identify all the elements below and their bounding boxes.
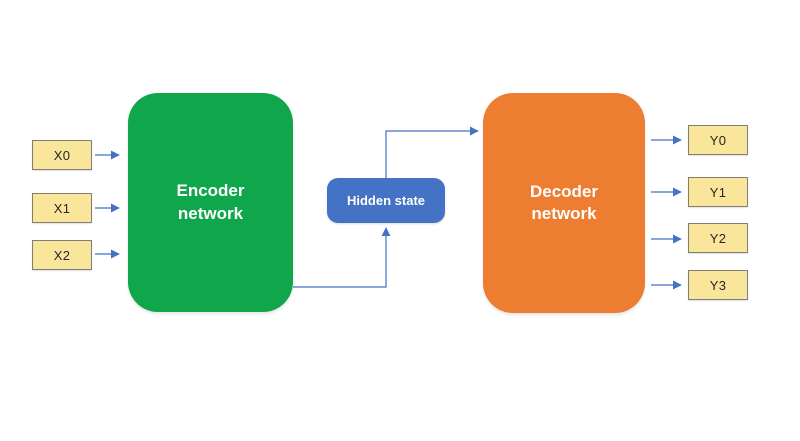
decoder-network-node: Decoder network (483, 93, 645, 313)
input-box-x2: X2 (32, 240, 92, 270)
encoder-label-line2: network (177, 203, 244, 223)
arrow-encoder-to-hidden-state (293, 227, 391, 288)
arrow-hidden-state-to-decoder (385, 126, 479, 178)
decoder-label-line2: network (531, 204, 597, 223)
decoder-label-line1: Decoder (529, 181, 599, 201)
encoder-network-node: Encoder network (128, 93, 293, 312)
hidden-state-node: Hidden state (327, 178, 445, 223)
encoder-label-line1: Encoder (176, 181, 245, 201)
output-box-y3: Y3 (688, 270, 748, 300)
output-box-y1: Y1 (688, 177, 748, 207)
output-box-y0: Y0 (688, 125, 748, 155)
input-box-x0: X0 (32, 140, 92, 170)
output-box-y2: Y2 (688, 223, 748, 253)
input-box-x1: X1 (32, 193, 92, 223)
